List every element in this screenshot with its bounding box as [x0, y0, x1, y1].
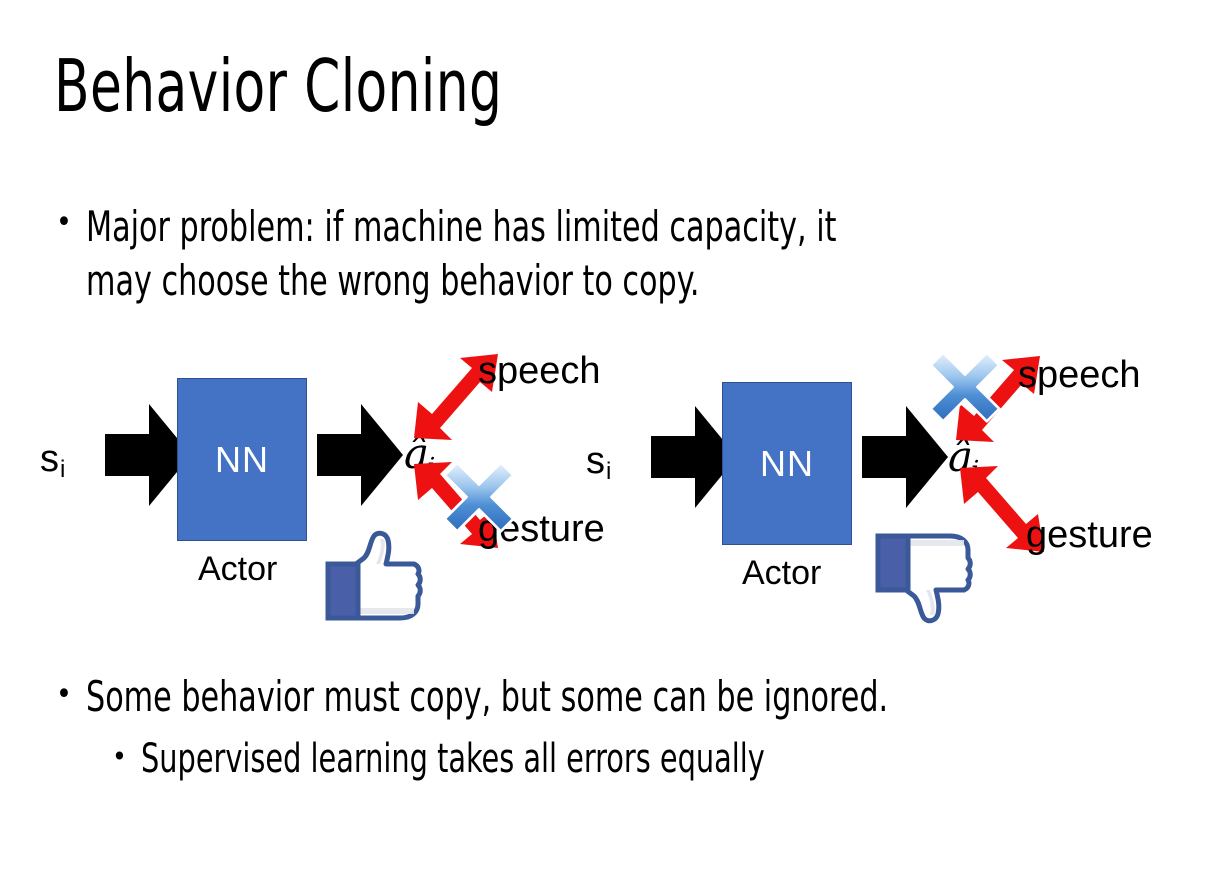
gesture-arrow-left [406, 458, 516, 550]
nn-box-right: NN [722, 382, 852, 545]
actor-label-left: Actor [198, 550, 278, 588]
speech-arrow-right [948, 354, 1058, 446]
input-state-label-left: si [40, 438, 66, 483]
page-title: Behavior Cloning [54, 44, 503, 128]
actor-label-right: Actor [742, 554, 822, 592]
cross-out-speech-icon-right [926, 348, 1004, 426]
bullet-bottom-primary: • Some behavior must copy, but some can … [56, 672, 1089, 722]
bullet-marker: • [56, 677, 72, 712]
speech-label-left: speech [478, 350, 601, 392]
output-arrow-right [860, 402, 950, 512]
input-arrow-left [103, 400, 193, 510]
gesture-arrow-right [952, 462, 1062, 554]
nn-label-right: NN [760, 442, 814, 484]
nn-box-left: NN [177, 378, 307, 541]
bullet-marker: • [112, 740, 127, 773]
gesture-label-right: gesture [1026, 514, 1153, 556]
speech-label-right: speech [1018, 354, 1141, 396]
cross-out-gesture-icon-left [440, 458, 518, 536]
bullet-bottom-primary-text: Some behavior must copy, but some can be… [85, 672, 889, 721]
speech-arrow-left [406, 352, 516, 444]
diagram-right-bad-copy: si NN Actor âi [556, 340, 1156, 640]
input-state-label-right: si [586, 440, 612, 485]
bullet-bottom-sub-text: Supervised learning takes all errors equ… [140, 736, 765, 782]
thumbs-up-icon-left [322, 530, 426, 622]
input-arrow-right [649, 402, 739, 512]
diagram-left-good-copy: si NN Actor âi [10, 340, 610, 640]
bullet-bottom-sub: • Supervised learning takes all errors e… [112, 735, 921, 783]
output-arrow-left [315, 400, 405, 510]
bullet-marker: • [56, 205, 72, 240]
nn-label-left: NN [215, 438, 269, 480]
bullet-top: • Major problem: if machine has limited … [56, 200, 1024, 308]
thumbs-down-icon-right [872, 532, 976, 624]
bullet-top-text: Major problem: if machine has limited ca… [85, 202, 837, 305]
